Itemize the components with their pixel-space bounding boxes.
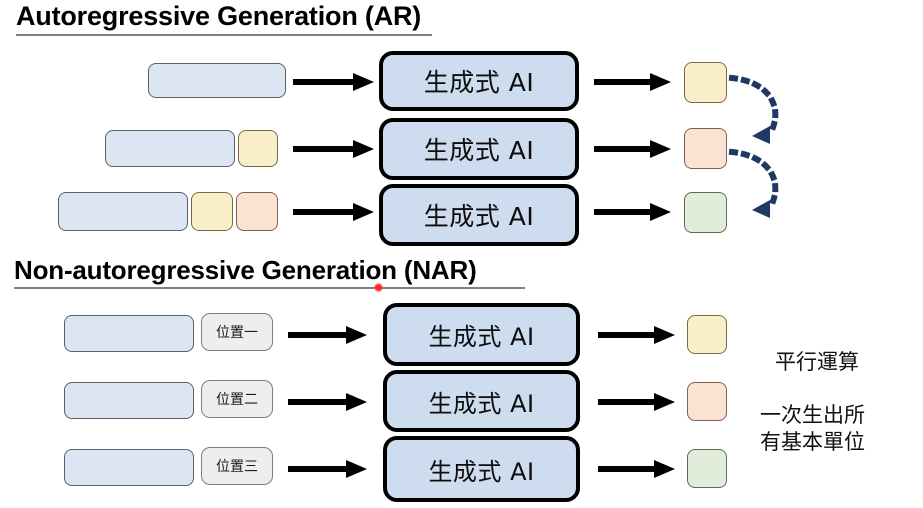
ar-model-box-row1: 生成式 AI xyxy=(379,51,579,111)
note-all-at-once: 一次生出所 有基本單位 xyxy=(760,402,865,456)
nar-position-tag-row2: 位置二 xyxy=(201,380,273,418)
ar-arrow-input-row2 xyxy=(293,140,374,158)
nar-position-label-row1: 位置一 xyxy=(216,325,258,341)
note-all-at-once-line1: 一次生出所 xyxy=(760,403,865,427)
ar-arrow-output-row1 xyxy=(594,73,671,91)
nar-model-box-row1: 生成式 AI xyxy=(383,303,580,366)
nar-model-label-row2: 生成式 AI xyxy=(428,389,535,418)
note-all-at-once-line2: 有基本單位 xyxy=(760,429,865,454)
section-rule-nar xyxy=(14,287,525,289)
ar-input-row3-segment-yellow xyxy=(191,192,233,231)
nar-model-label-row1: 生成式 AI xyxy=(428,323,535,351)
ar-output-token-row1 xyxy=(684,62,727,103)
nar-output-token-row3 xyxy=(687,449,727,488)
nar-model-box-row3: 生成式 AI xyxy=(383,436,580,502)
ar-input-row1-segment-blue xyxy=(148,63,286,98)
ar-output-token-row3 xyxy=(684,192,727,233)
ar-arrow-input-row3 xyxy=(293,203,374,221)
nar-position-tag-row1: 位置一 xyxy=(201,313,273,351)
note-parallel-computation: 平行運算 xyxy=(775,350,859,374)
nar-arrow-output-row2 xyxy=(598,393,675,411)
ar-input-row3-segment-peach xyxy=(236,192,278,231)
nar-input-row2-blue xyxy=(64,382,194,419)
ar-model-label-row1: 生成式 AI xyxy=(423,68,535,97)
ar-feedback-arrows xyxy=(728,74,779,218)
ar-arrow-input-row1 xyxy=(293,73,374,91)
ar-input-row2-segment-blue xyxy=(105,130,235,167)
ar-model-box-row2: 生成式 AI xyxy=(379,118,579,180)
ar-input-row2-segment-yellow xyxy=(238,130,278,167)
nar-arrow-input-row3 xyxy=(288,460,367,478)
ar-output-token-row2 xyxy=(684,128,727,169)
nar-input-row1-blue xyxy=(64,315,194,352)
nar-model-label-row3: 生成式 AI xyxy=(428,457,535,486)
nar-position-tag-row3: 位置三 xyxy=(201,447,273,485)
nar-model-box-row2: 生成式 AI xyxy=(383,370,580,432)
nar-position-label-row3: 位置三 xyxy=(216,459,258,475)
nar-output-token-row2 xyxy=(687,382,727,421)
nar-input-row3-blue xyxy=(64,449,194,486)
nar-position-label-row2: 位置二 xyxy=(216,392,258,408)
laser-pointer-dot xyxy=(374,283,383,292)
ar-arrow-output-row3 xyxy=(594,203,671,221)
section-title-nar: Non-autoregressive Generation (NAR) xyxy=(14,255,477,285)
ar-arrow-output-row2 xyxy=(594,140,671,158)
ar-model-label-row3: 生成式 AI xyxy=(423,202,535,231)
ar-model-label-row2: 生成式 AI xyxy=(423,136,535,165)
ar-input-row3-segment-blue xyxy=(58,192,188,231)
section-rule-ar xyxy=(16,34,432,36)
ar-model-box-row3: 生成式 AI xyxy=(379,184,579,246)
nar-arrow-input-row2 xyxy=(288,393,367,411)
nar-arrow-output-row3 xyxy=(598,460,675,478)
section-title-ar: Autoregressive Generation (AR) xyxy=(16,1,422,31)
nar-output-token-row1 xyxy=(687,315,727,354)
nar-arrow-output-row1 xyxy=(598,326,675,344)
nar-arrow-input-row1 xyxy=(288,326,367,344)
